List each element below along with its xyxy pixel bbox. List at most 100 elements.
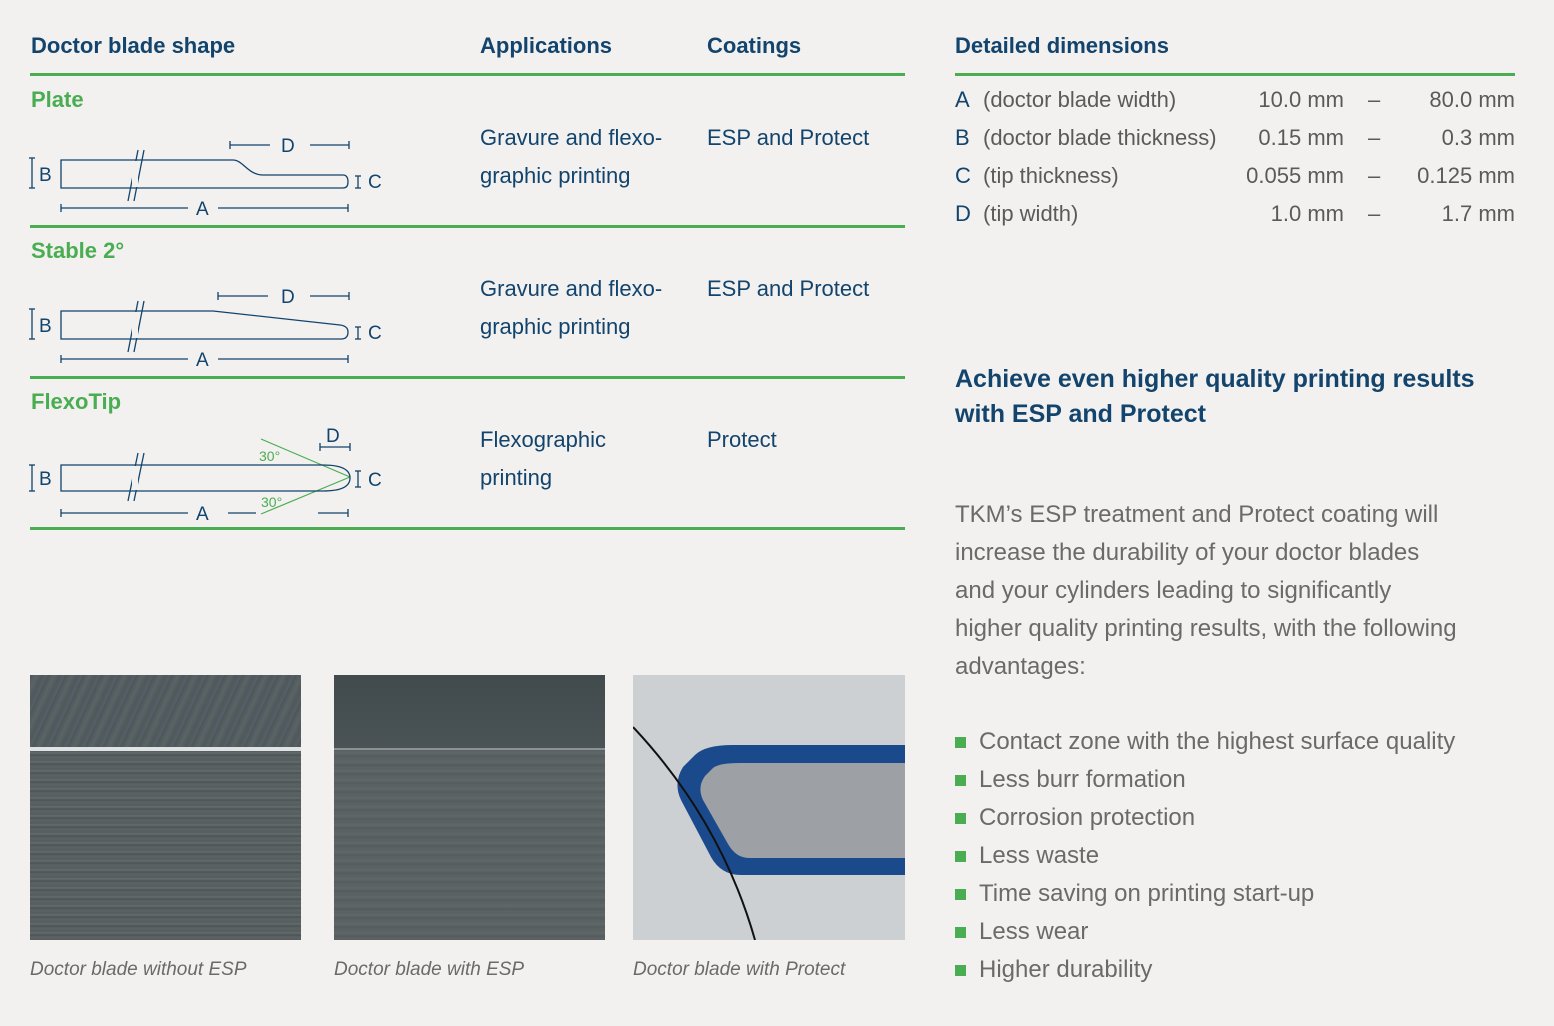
list-item: Less wear [955,913,1455,951]
dimension-max: 80.0 mm [1429,87,1515,112]
shape-name-plate: Plate [31,87,84,112]
dimension-description: (doctor blade width) [983,87,1177,112]
list-item: Less burr formation [955,761,1455,799]
list-item: Less waste [955,837,1455,875]
shape-name-flexotip: FlexoTip [31,389,122,414]
header-coatings: Coatings [707,33,802,58]
dimension-letter: C [955,163,971,188]
label-b: B [39,469,52,490]
flexotip-blade-diagram: B D A C 30° 30° [29,426,382,525]
dimension-description: (tip width) [983,201,1079,226]
applications-line: graphic printing [480,314,631,339]
advantage-text: Time saving on printing start-up [979,880,1315,907]
dimension-letter: D [955,201,971,226]
advantage-text: Less wear [979,918,1089,945]
label-d: D [281,136,295,157]
caption-without-esp: Doctor blade without ESP [30,959,247,980]
dimension-max: 0.3 mm [1441,125,1515,150]
applications-line: Flexographic [480,427,606,452]
bullet-square-icon [955,775,966,786]
advantages-list: Contact zone with the highest surface qu… [955,723,1455,989]
list-item: Higher durability [955,951,1455,989]
caption-with-protect: Doctor blade with Protect [633,959,846,980]
paragraph-line: advantages: [955,653,1086,680]
row-stable-applications: Gravure and flexo- graphic printing [480,270,662,346]
label-b: B [39,165,52,186]
label-d: D [281,287,295,308]
paragraph-line: higher quality printing results, with th… [955,615,1457,642]
angle-label-top: 30° [259,448,280,464]
list-item: Time saving on printing start-up [955,875,1455,913]
advantage-text: Higher durability [979,956,1153,983]
photo-with-esp [334,675,605,940]
bullet-square-icon [955,737,966,748]
advantage-text: Less burr formation [979,766,1186,793]
label-c: C [368,172,382,193]
promo-paragraph: TKM’s ESP treatment and Protect coating … [955,496,1457,686]
dimension-dash: – [1368,125,1381,150]
dimension-dash: – [1368,87,1381,112]
dimension-description: (doctor blade thickness) [983,125,1217,150]
paragraph-line: TKM’s ESP treatment and Protect coating … [955,501,1439,528]
bullet-square-icon [955,851,966,862]
angle-label-bottom: 30° [261,494,282,510]
dimension-min: 1.0 mm [1270,201,1344,226]
photo-with-protect [633,675,905,940]
dimension-row-d: D (tip width) 1.0 mm – 1.7 mm [955,195,1515,233]
advantage-text: Corrosion protection [979,804,1196,831]
stable-blade-diagram: B D A C [29,287,382,371]
dimension-row-b: B (doctor blade thickness) 0.15 mm – 0.3… [955,119,1515,157]
dimension-letter: A [955,87,970,112]
promo-heading-line: with ESP and Protect [955,400,1206,428]
table-bottom-rule [30,527,905,530]
label-a: A [196,504,209,525]
dimension-description: (tip thickness) [983,163,1119,188]
label-c: C [368,470,382,491]
shape-name-stable: Stable 2° [31,238,125,263]
bullet-square-icon [955,813,966,824]
bullet-square-icon [955,927,966,938]
paragraph-line: increase the durability of your doctor b… [955,539,1420,566]
dimensions-rule [955,73,1515,76]
promo-heading: Achieve even higher quality printing res… [955,362,1475,432]
row-stable-coatings: ESP and Protect [707,276,870,301]
header-doctor-blade-shape: Doctor blade shape [31,33,236,58]
row-divider [30,376,905,379]
label-b: B [39,316,52,337]
caption-with-esp: Doctor blade with ESP [334,959,525,980]
list-item: Corrosion protection [955,799,1455,837]
header-applications: Applications [480,33,613,58]
label-d: D [326,426,340,447]
label-a: A [196,350,209,371]
photo-without-esp [30,675,301,940]
row-plate-coatings: ESP and Protect [707,125,870,150]
dimension-min: 0.15 mm [1258,125,1344,150]
header-detailed-dimensions: Detailed dimensions [955,33,1169,58]
bullet-square-icon [955,889,966,900]
dimension-row-a: A (doctor blade width) 10.0 mm – 80.0 mm [955,81,1515,119]
dimension-max: 1.7 mm [1441,201,1515,226]
applications-line: printing [480,465,553,490]
bullet-square-icon [955,965,966,976]
dimension-dash: – [1368,201,1381,226]
dimension-min: 10.0 mm [1258,87,1344,112]
dimension-min: 0.055 mm [1246,163,1344,188]
row-divider [30,225,905,228]
label-a: A [196,199,209,220]
applications-line: Gravure and flexo- [480,125,663,150]
row-plate-applications: Gravure and flexo- graphic printing [480,119,662,195]
applications-line: Gravure and flexo- [480,276,663,301]
dimension-dash: – [1368,163,1381,188]
row-flexotip-coatings: Protect [707,427,777,452]
paragraph-line: and your cylinders leading to significan… [955,577,1392,604]
row-flexotip-applications: Flexographic printing [480,421,606,497]
dimension-letter: B [955,125,970,150]
advantage-text: Less waste [979,842,1100,869]
applications-line: graphic printing [480,163,631,188]
dimension-row-c: C (tip thickness) 0.055 mm – 0.125 mm [955,157,1515,195]
dimension-max: 0.125 mm [1417,163,1515,188]
promo-heading-line: Achieve even higher quality printing res… [955,365,1475,393]
label-c: C [368,323,382,344]
advantage-text: Contact zone with the highest surface qu… [979,728,1456,755]
list-item: Contact zone with the highest surface qu… [955,723,1455,761]
